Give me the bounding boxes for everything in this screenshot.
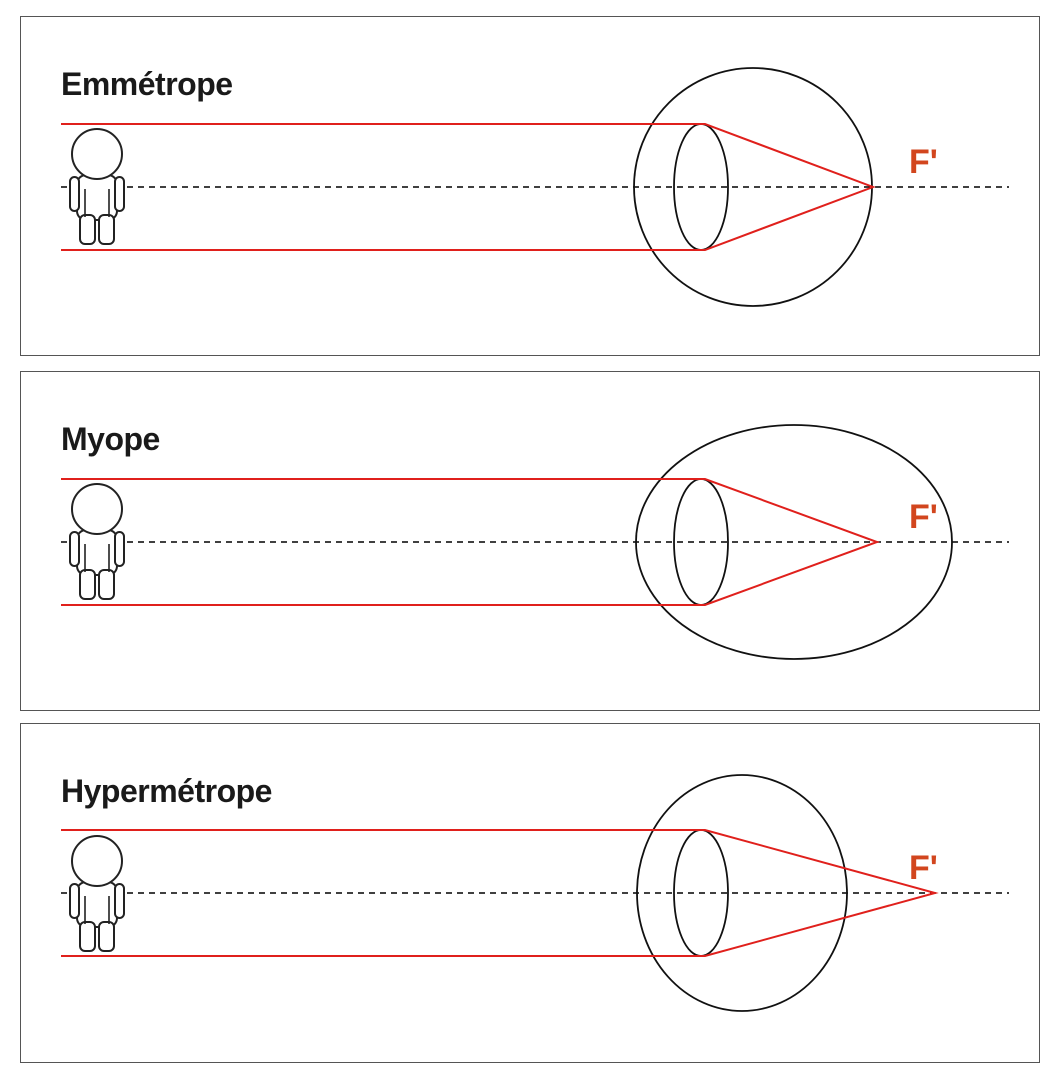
focal-point-label: F' <box>909 143 938 181</box>
person-icon <box>69 128 125 245</box>
panel-myope: Myope F' <box>20 371 1040 711</box>
panel-title: Hypermétrope <box>61 773 272 809</box>
panel-hypermetrope: Hypermétrope F' <box>20 723 1040 1063</box>
light-rays <box>61 829 939 957</box>
myope-diagram: Myope F' <box>61 421 1009 660</box>
person-icon <box>69 483 125 600</box>
focal-point-label: F' <box>909 498 938 536</box>
eye-icon <box>635 424 953 660</box>
emmetrope-diagram: Emmétrope F' <box>61 66 1009 307</box>
person-icon <box>69 835 125 952</box>
focal-point-label: F' <box>909 849 938 887</box>
eye-icon <box>636 774 848 1012</box>
panel-title: Emmétrope <box>61 66 233 102</box>
hypermetrope-diagram: Hypermétrope F' <box>61 773 1009 1012</box>
panel-emmetrope: Emmétrope F' <box>20 16 1040 356</box>
light-rays <box>61 123 876 251</box>
light-rays <box>61 478 880 606</box>
panel-title: Myope <box>61 421 160 457</box>
